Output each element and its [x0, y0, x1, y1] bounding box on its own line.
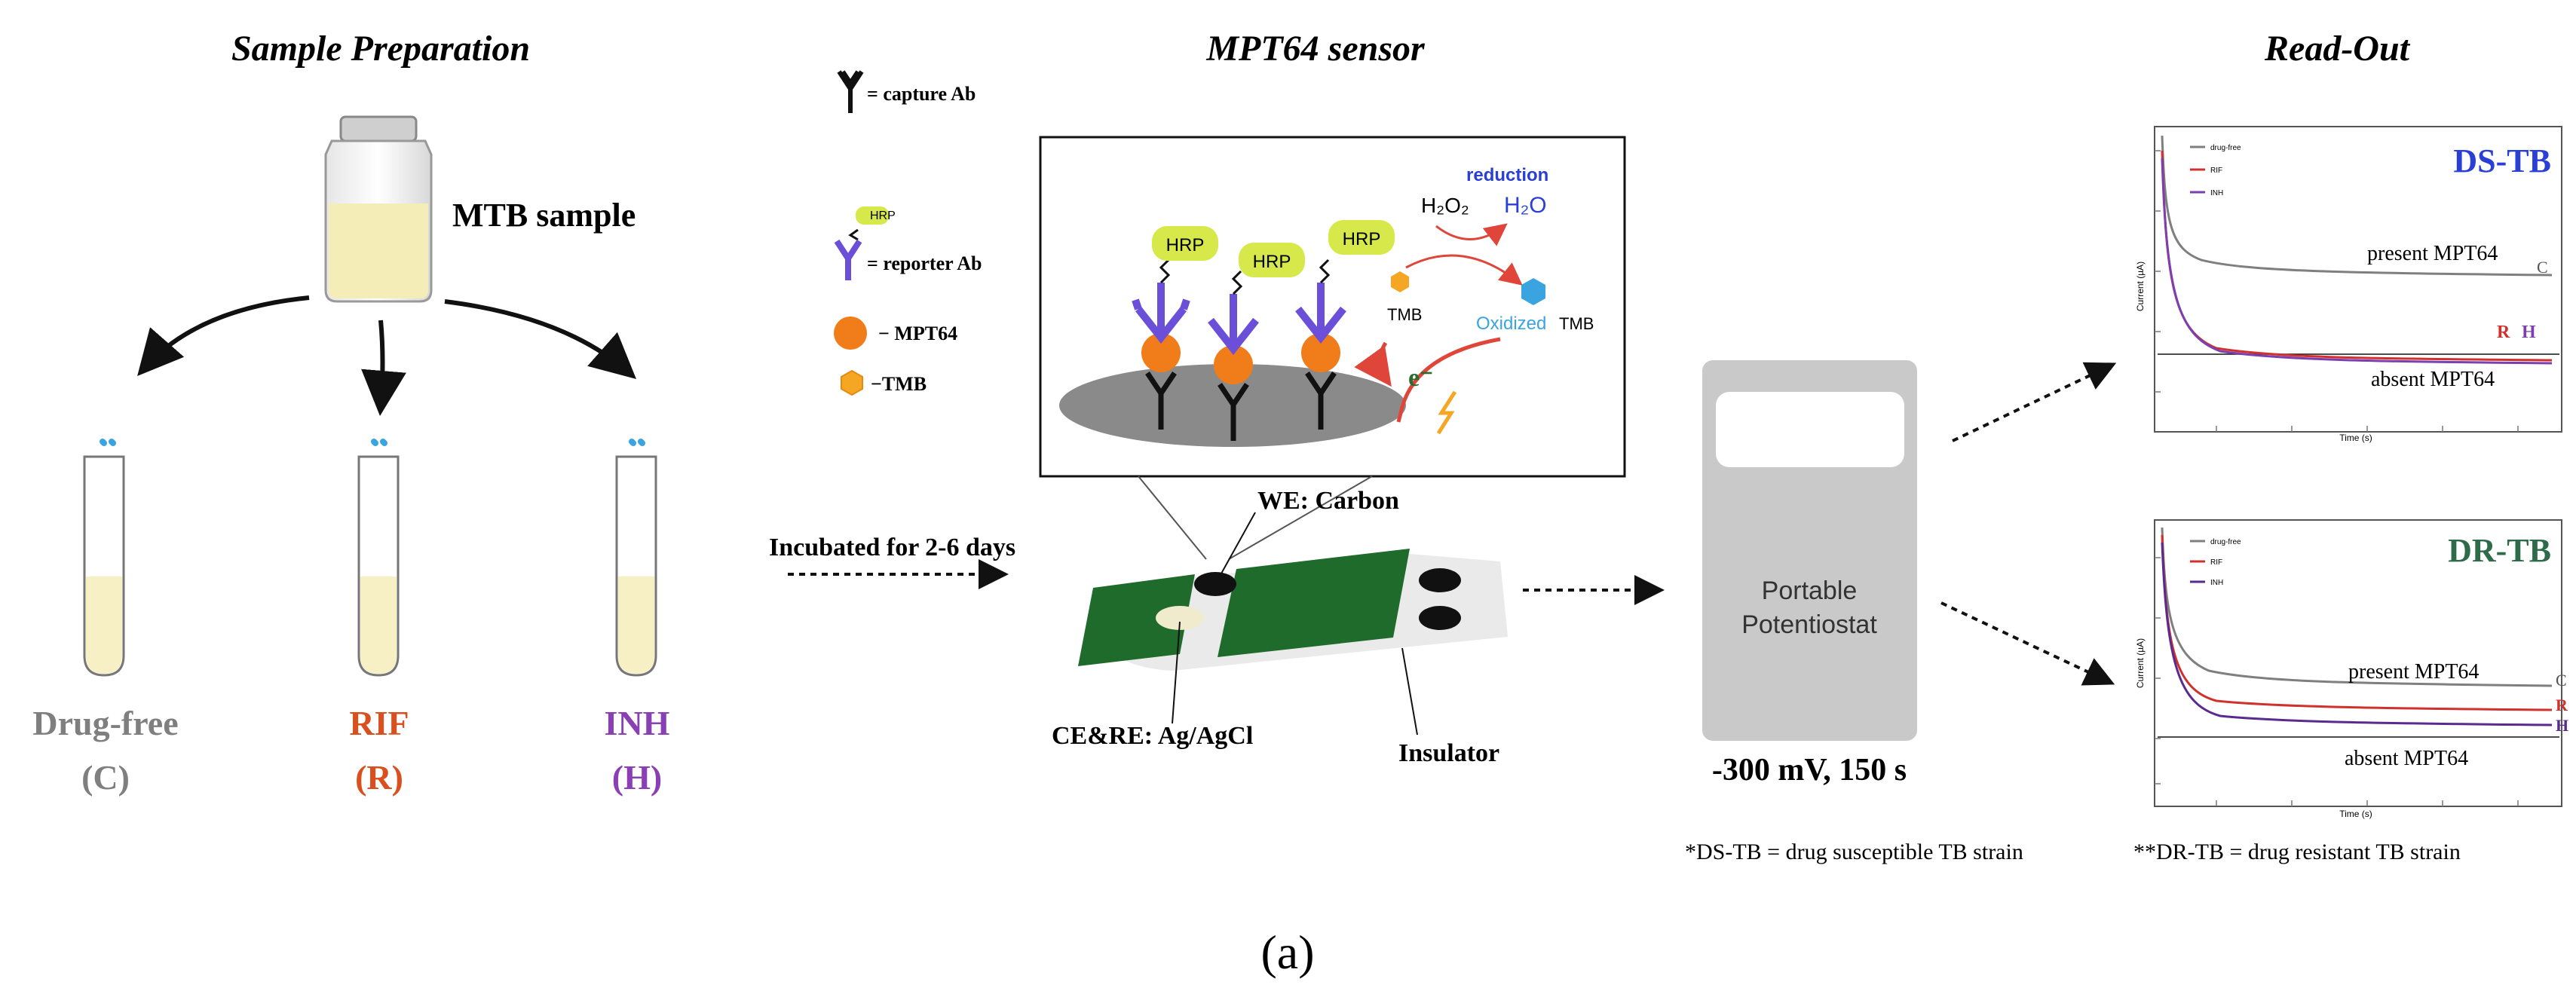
- dr-legend-inh: INH: [2210, 579, 2223, 587]
- lightning-icon: [1436, 390, 1457, 435]
- ds-end-r: R: [2497, 323, 2510, 342]
- h2o-label: H₂O: [1504, 193, 1547, 218]
- ds-end-c: C: [2537, 258, 2548, 277]
- dr-end-c: C: [2556, 671, 2567, 690]
- screen-printed-electrode: [1078, 549, 1508, 671]
- tmb-legend-icon: [841, 369, 863, 396]
- reduction-label: reduction: [1466, 165, 1548, 185]
- mtb-sample-bottle: [324, 115, 433, 303]
- tube-code-r: (R): [355, 758, 403, 797]
- figure-caption: (a): [1260, 925, 1314, 979]
- title-mpt64-sensor: MPT64 sensor: [1205, 29, 1426, 69]
- oxidation-arrow: [1405, 254, 1523, 286]
- ds-tb-ticks: [2155, 150, 2519, 432]
- capture-antibody-legend-icon: [837, 70, 864, 113]
- legend-capture-ab: = capture Ab: [867, 83, 976, 105]
- dr-legend-drug-free: drug-free: [2210, 538, 2241, 546]
- dr-tb-ticks: [2155, 557, 2519, 806]
- dr-tb-chart: [2154, 519, 2562, 807]
- ce-re-label: CE&RE: Ag/AgCl: [1052, 722, 1253, 750]
- ds-end-h: H: [2522, 323, 2536, 342]
- dr-ylabel: Current (µA): [2135, 638, 2146, 688]
- tube-label-inh: INH: [605, 704, 670, 742]
- reduction-arrow: [1435, 223, 1508, 246]
- mtb-sample-label: MTB sample: [452, 197, 636, 234]
- legend-tmb: −TMB: [871, 373, 927, 395]
- ds-tb-trace-c: [2161, 135, 2553, 277]
- we-pointer: [1217, 512, 1256, 581]
- arrow-to-dr-tb: [1940, 601, 2115, 686]
- dr-tb-trace-c: [2161, 527, 2553, 687]
- potentiostat-setting: -300 mV, 150 s: [1712, 753, 1907, 788]
- insulator-label: Insulator: [1398, 739, 1499, 767]
- tube-label-rif: RIF: [349, 704, 409, 742]
- hrp-label-2: HRP: [1253, 252, 1291, 272]
- title-read-out: Read-Out: [2264, 29, 2411, 69]
- we-carbon-label: WE: Carbon: [1257, 487, 1399, 515]
- hrp-label-3: HRP: [1343, 229, 1381, 249]
- mpt64-legend-icon: [834, 317, 867, 350]
- ds-present-label: present MPT64: [2367, 242, 2498, 265]
- arrow-to-rif: [361, 320, 406, 416]
- dr-tb-trace-h: [2161, 542, 2553, 726]
- ds-ylabel: Current (µA): [2135, 261, 2146, 311]
- footnote-dr-tb: **DR-TB = drug resistant TB strain: [2133, 840, 2461, 864]
- legend-mpt64: − MPT64: [878, 323, 957, 344]
- hrp-linkers: [1159, 258, 1331, 295]
- capture-antibodies: [1145, 372, 1337, 441]
- oxidized-label: Oxidized: [1476, 313, 1546, 334]
- tmb-label: TMB: [1387, 305, 1422, 324]
- title-sample-preparation: Sample Preparation: [231, 29, 530, 69]
- reporter-antibody-legend-icon: [834, 206, 889, 280]
- tmb-molecule-icon: [1391, 271, 1409, 292]
- legend-reporter-ab: = reporter Ab: [867, 252, 982, 274]
- ce-re-pointer: [1172, 621, 1181, 724]
- ds-legend-rif: RIF: [2210, 167, 2222, 175]
- tube-code-c: (C): [81, 758, 130, 797]
- tube-label-drug-free: Drug-free: [32, 704, 178, 742]
- ds-absent-label: absent MPT64: [2371, 368, 2495, 391]
- ds-tb-chart: [2154, 126, 2562, 433]
- footnote-ds-tb: *DS-TB = drug susceptible TB strain: [1685, 840, 2023, 864]
- potentiostat-line1: Portable: [1762, 577, 1858, 605]
- potentiostat-screen: [1716, 392, 1904, 467]
- legend-hrp-small: HRP: [870, 210, 896, 222]
- ds-legend-drug-free: drug-free: [2210, 144, 2241, 152]
- zoom-lines: [1138, 476, 1373, 560]
- dr-end-r: R: [2556, 696, 2568, 714]
- dr-end-h: H: [2556, 716, 2568, 735]
- electron-transfer-arrow: [1396, 337, 1501, 423]
- dr-xlabel: Time (s): [2339, 809, 2372, 819]
- mpt64-antigens: [1141, 333, 1340, 384]
- h2o2-label: H₂O₂: [1421, 194, 1469, 217]
- hrp-label-1: HRP: [1166, 235, 1205, 255]
- tube-rif: [357, 439, 400, 677]
- electron-arrow-head: [1354, 341, 1392, 387]
- arrow-to-ds-tb: [1952, 362, 2117, 442]
- arrow-to-drug-free: [137, 295, 310, 377]
- reporter-antibodies: [1132, 283, 1346, 356]
- incubation-label: Incubated for 2-6 days: [769, 534, 1015, 561]
- oxidized-tmb-label: TMB: [1559, 314, 1594, 333]
- ds-xlabel: Time (s): [2339, 433, 2372, 443]
- ds-tb-trace-h: [2161, 158, 2553, 365]
- hrp-enzymes: [1152, 220, 1395, 277]
- insulator-pointer: [1401, 647, 1418, 736]
- dr-tb-title: DR-TB: [2448, 532, 2551, 569]
- tube-code-h: (H): [612, 758, 662, 797]
- arrow-to-inh: [444, 299, 637, 379]
- ds-legend-inh: INH: [2210, 189, 2223, 197]
- ds-tb-title: DS-TB: [2453, 142, 2551, 179]
- potentiostat-line2: Potentiostat: [1741, 610, 1877, 639]
- tube-drug-free: [83, 439, 125, 677]
- oxidized-tmb-icon: [1521, 278, 1545, 305]
- tube-inh: [615, 439, 657, 677]
- dr-absent-label: absent MPT64: [2345, 747, 2468, 770]
- dr-legend-rif: RIF: [2210, 558, 2222, 567]
- dr-present-label: present MPT64: [2348, 660, 2479, 684]
- electron-label: e⁻: [1408, 364, 1433, 392]
